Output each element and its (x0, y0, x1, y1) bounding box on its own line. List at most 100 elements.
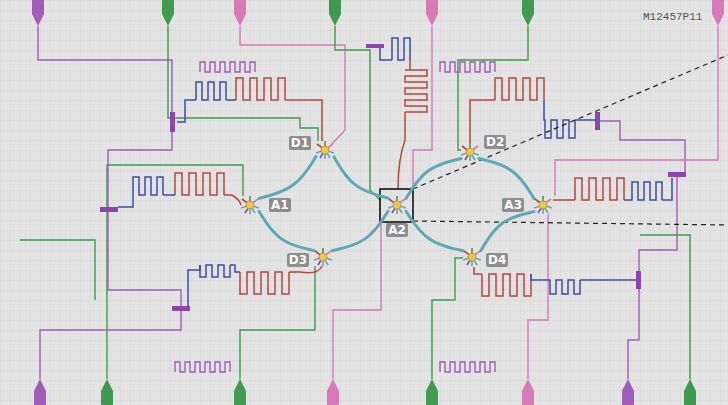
qubit-symbol (463, 248, 481, 266)
qubit: D1 (316, 141, 334, 159)
bond-pad (622, 379, 634, 405)
bus-resonator (175, 362, 230, 372)
readout-resonator (575, 178, 624, 200)
flux-line (458, 26, 528, 150)
qubit: A2 (388, 196, 406, 214)
coupling-capacitors (100, 44, 686, 311)
flux-line (240, 266, 315, 379)
coupler-line (259, 211, 314, 250)
control-wires (20, 26, 718, 379)
qubit-symbol (461, 143, 479, 161)
coupling-capacitor (668, 172, 686, 177)
readout-resonator (495, 78, 544, 100)
qubit-label: D4 (486, 253, 508, 267)
bond-pad (32, 0, 44, 26)
readout-resonator (236, 78, 285, 100)
readout-resonator (240, 272, 289, 294)
readout-resonator (482, 274, 531, 296)
coupling-capacitor (170, 112, 175, 132)
qubit-label: A1 (269, 198, 291, 212)
qubit-label: A3 (502, 198, 524, 212)
readout-lead (553, 199, 575, 201)
zoom-leader (413, 55, 728, 189)
qubit: A3 (534, 196, 552, 214)
filter-lead (380, 48, 392, 60)
bus-resonator (200, 62, 255, 72)
coupling-capacitor (366, 44, 384, 48)
feed-line (40, 311, 181, 379)
chip-id: M12457P11 (642, 11, 703, 24)
coupler-line (479, 159, 534, 199)
qubit-island (393, 201, 401, 209)
coupler-line (481, 212, 534, 251)
feed-line (628, 289, 639, 379)
bond-pads (32, 0, 724, 405)
bond-pad (684, 379, 696, 405)
coupling-capacitor (595, 112, 600, 130)
bond-pad (34, 379, 46, 405)
bond-pad (327, 379, 339, 405)
bond-pad (329, 0, 341, 26)
coupler-line (406, 159, 461, 199)
readout-resonator (175, 173, 224, 195)
qubit-symbol (534, 196, 552, 214)
bus-resonators (175, 62, 495, 372)
feed-line (38, 26, 172, 112)
flux-line (20, 240, 95, 300)
bond-pad (234, 379, 246, 405)
feed-line (108, 212, 181, 306)
qubit-label: D2 (484, 135, 506, 149)
flux-line (168, 26, 318, 141)
purcell-filter (196, 82, 236, 100)
qubit-label: A2 (386, 223, 408, 237)
purcell-filter (624, 178, 672, 200)
bond-pad (426, 0, 438, 26)
readout-lead (289, 266, 322, 273)
purcell-filter (544, 100, 595, 138)
flux-line (335, 26, 380, 200)
coupling-capacitor (100, 207, 118, 212)
qubit: D4 (463, 248, 481, 266)
qubit-symbol (314, 248, 332, 266)
qubit-island (246, 201, 254, 209)
qubit: A1 (241, 196, 259, 214)
coupler-line (332, 211, 388, 250)
qubit-label: D1 (289, 136, 311, 150)
coupler-line (334, 157, 388, 198)
bond-pad (101, 379, 113, 405)
zoom-leader (413, 221, 728, 225)
qubit-island (319, 253, 327, 261)
qubit-label: D3 (287, 253, 309, 267)
qubit-island (468, 253, 476, 261)
purcell-filter (200, 265, 240, 277)
coupling-capacitor (172, 306, 190, 311)
flux-line (107, 165, 243, 379)
readout-resonator (405, 60, 427, 112)
drive-line (555, 26, 718, 196)
readout-lead (474, 267, 482, 274)
coupling-capacitor (636, 271, 641, 289)
qubit-symbol (316, 141, 334, 159)
qubit-island (466, 148, 474, 156)
drive-line (240, 26, 345, 144)
flux-line (640, 235, 690, 379)
flux-line (432, 258, 463, 379)
qubit: D2 (461, 143, 479, 161)
filter-lead (118, 195, 133, 207)
bond-pad (234, 0, 246, 26)
filter-lead (177, 100, 196, 122)
purcell-filter (392, 38, 410, 60)
qubit-island (321, 146, 329, 154)
bus-resonator (440, 362, 495, 372)
bond-pad (426, 379, 438, 405)
bus-resonator (440, 62, 495, 72)
readout-lead (224, 195, 241, 205)
readout-lead (285, 100, 322, 141)
readout-lead (398, 112, 405, 189)
feed-line (600, 121, 685, 172)
drive-line (333, 222, 381, 379)
drive-line (413, 26, 432, 189)
